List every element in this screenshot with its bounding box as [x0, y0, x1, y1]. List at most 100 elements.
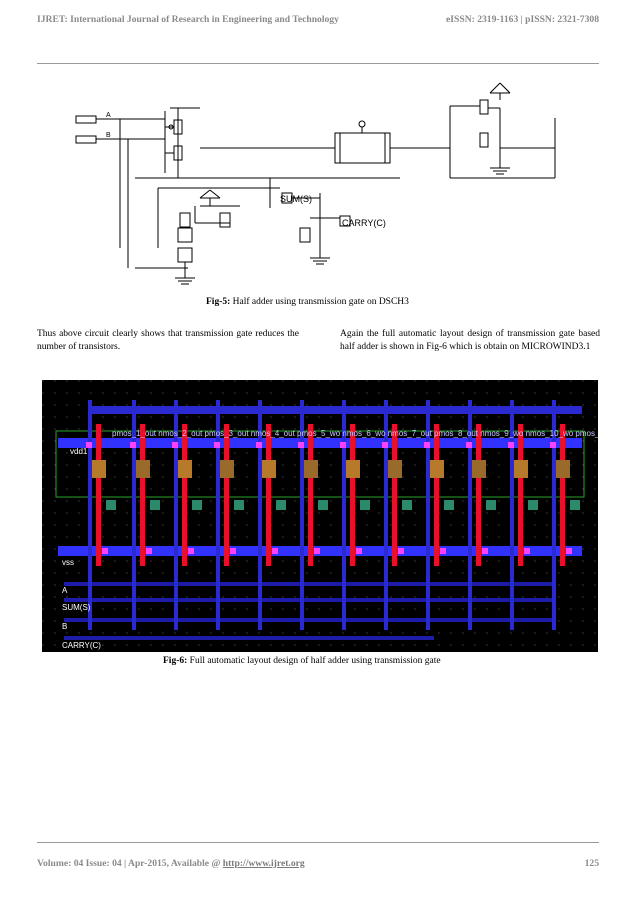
fig6-caption-text: Full automatic layout design of half add… [187, 656, 441, 666]
poly-column [140, 424, 145, 566]
via-marker [102, 548, 108, 554]
signal-rail-sum [64, 598, 552, 602]
contact-area [528, 500, 538, 510]
via-marker [230, 548, 236, 554]
diffusion-area [556, 460, 570, 478]
via-marker [466, 442, 472, 448]
via-marker [214, 442, 220, 448]
fig6-caption-label: Fig-6: [163, 656, 188, 666]
via-marker [508, 442, 514, 448]
poly-column [560, 424, 565, 566]
via-marker [398, 548, 404, 554]
metal-column [468, 400, 472, 630]
vdd-rail [58, 438, 582, 448]
contact-area [486, 500, 496, 510]
contact-area [402, 500, 412, 510]
via-marker [440, 548, 446, 554]
signal-rail-b [64, 618, 552, 622]
metal-column [300, 400, 304, 630]
via-marker [188, 548, 194, 554]
page-number: 125 [584, 858, 599, 869]
header-rule [37, 63, 599, 64]
diffusion-area [178, 460, 192, 478]
via-marker [298, 442, 304, 448]
top-metal-rail [88, 406, 582, 414]
b-label: B [62, 622, 67, 631]
via-marker [86, 442, 92, 448]
carry-label: CARRY(C) [62, 641, 101, 650]
carry-label: CARRY(C) [342, 218, 386, 228]
via-marker [272, 548, 278, 554]
vss-label: vss [62, 558, 74, 567]
poly-column [308, 424, 313, 566]
footer-volume-text: Volume: 04 Issue: 04 | Apr-2015, Availab… [37, 858, 223, 869]
metal-column [426, 400, 430, 630]
via-marker [256, 442, 262, 448]
via-marker [314, 548, 320, 554]
via-marker [482, 548, 488, 554]
contact-area [444, 500, 454, 510]
metal-column [510, 400, 514, 630]
journal-title: IJRET: International Journal of Research… [37, 14, 339, 25]
metal-column [384, 400, 388, 630]
issn: eISSN: 2319-1163 | pISSN: 2321-7308 [446, 14, 599, 25]
fig5-caption-text: Half adder using transmission gate on DS… [230, 297, 409, 307]
metal-column [258, 400, 262, 630]
fig6-caption: Fig-6: Full automatic layout design of h… [163, 656, 441, 666]
contact-area [360, 500, 370, 510]
left-paragraph: Thus above circuit clearly shows that tr… [37, 329, 299, 352]
signal-rail-carry [64, 636, 434, 640]
poly-column [266, 424, 271, 566]
footer-link[interactable]: http://www.ijret.org [222, 858, 305, 869]
metal-column [552, 400, 556, 630]
contact-area [570, 500, 580, 510]
via-marker [566, 548, 572, 554]
page-footer: Volume: 04 Issue: 04 | Apr-2015, Availab… [37, 858, 599, 869]
metal-column [216, 400, 220, 630]
via-marker [172, 442, 178, 448]
fig5-caption-label: Fig-5: [206, 297, 231, 307]
sum-label: SUM(S) [280, 194, 312, 204]
input-a-label: A [106, 112, 111, 119]
diffusion-area [514, 460, 528, 478]
footer-volume: Volume: 04 Issue: 04 | Apr-2015, Availab… [37, 858, 305, 869]
poly-column [392, 424, 397, 566]
diffusion-area [304, 460, 318, 478]
via-marker [424, 442, 430, 448]
metal-column [132, 400, 136, 630]
nwell-outline [55, 430, 585, 498]
contact-area [318, 500, 328, 510]
fig6-layout: pmos_1_out nmos_2_out pmos_3_out nmos_4_… [42, 380, 598, 652]
half-adder-schematic: A B SUM(S) CARRY(C) [75, 82, 556, 285]
poly-column [96, 424, 101, 566]
diffusion-area [430, 460, 444, 478]
contact-area [276, 500, 286, 510]
metal-column [342, 400, 346, 630]
right-paragraph: Again the full automatic layout design o… [340, 329, 600, 352]
signal-rail-a [64, 582, 552, 586]
via-marker [550, 442, 556, 448]
diffusion-area [220, 460, 234, 478]
poly-column [476, 424, 481, 566]
cell-names: pmos_1_out nmos_2_out pmos_3_out nmos_4_… [112, 429, 598, 438]
via-marker [340, 442, 346, 448]
via-marker [382, 442, 388, 448]
fig5-schematic: A B SUM(S) CARRY(C) [70, 78, 570, 290]
poly-column [518, 424, 523, 566]
via-marker [146, 548, 152, 554]
poly-column [434, 424, 439, 566]
contact-area [150, 500, 160, 510]
via-marker [130, 442, 136, 448]
contact-area [192, 500, 202, 510]
input-b-label: B [106, 132, 111, 139]
poly-column [224, 424, 229, 566]
diffusion-area [262, 460, 276, 478]
contact-area [234, 500, 244, 510]
metal-column [174, 400, 178, 630]
via-marker [524, 548, 530, 554]
diffusion-area [388, 460, 402, 478]
poly-column [350, 424, 355, 566]
layout-canvas: pmos_1_out nmos_2_out pmos_3_out nmos_4_… [42, 380, 598, 652]
poly-column [182, 424, 187, 566]
page-header: IJRET: International Journal of Research… [37, 14, 599, 25]
